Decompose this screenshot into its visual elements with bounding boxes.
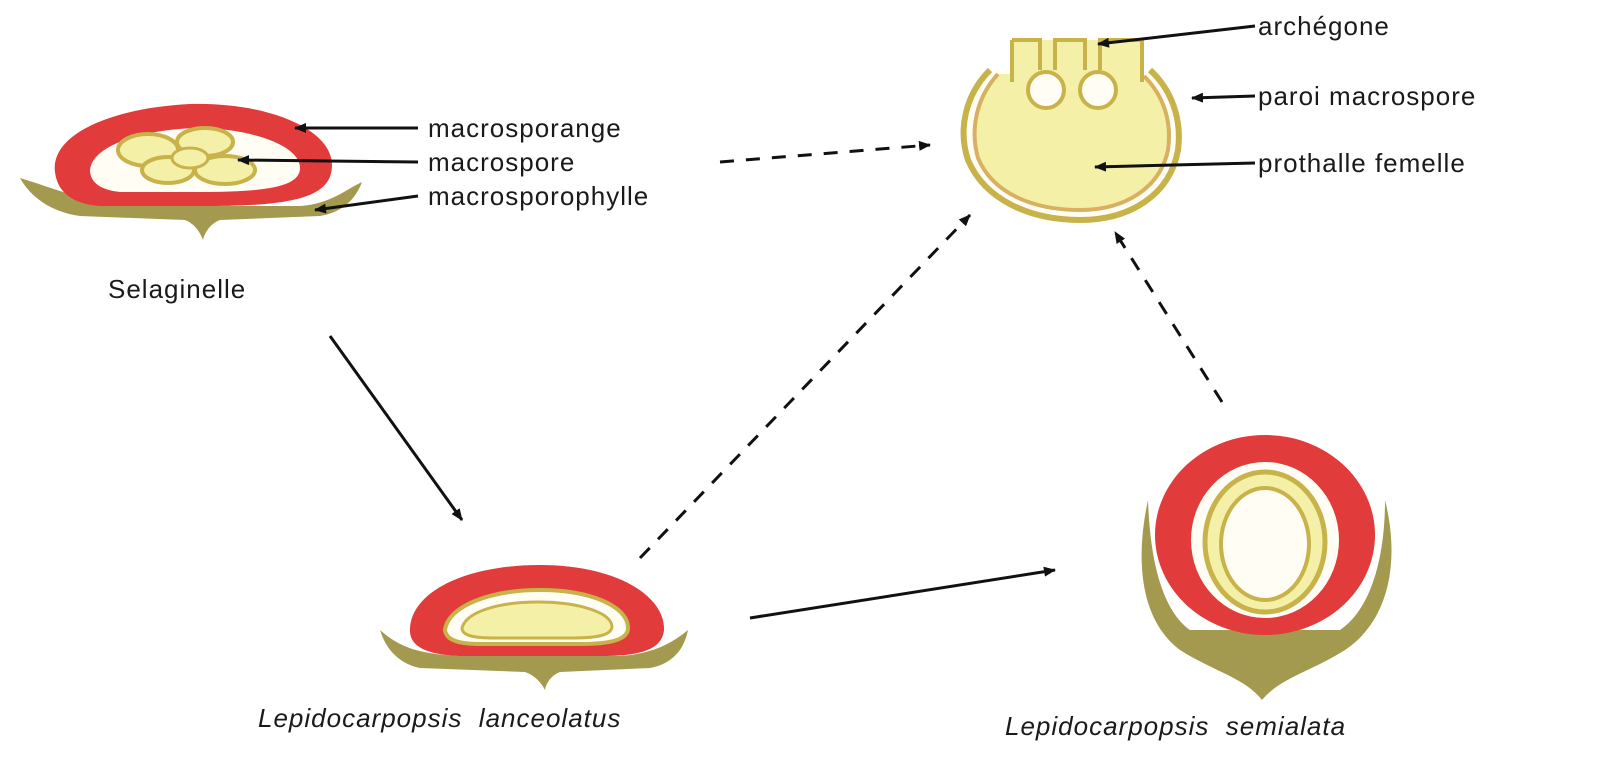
selaginelle-structure (20, 104, 362, 240)
label-archegone: archégone (1258, 11, 1390, 41)
arrow-selaginelle-to-lanceolatus (330, 336, 462, 520)
lanceolatus-structure (380, 565, 688, 690)
semialata-spore-inner (1221, 488, 1309, 600)
label-prothalle-femelle: prothalle femelle (1258, 148, 1466, 178)
label-lanceolatus: Lepidocarpopsis lanceolatus (258, 703, 621, 733)
pointer-paroi-macrospore (1192, 96, 1255, 98)
arrow-lanceolatus-to-semialata (750, 570, 1055, 618)
arrow-dashed-semialata-to-prothalle (1115, 232, 1222, 402)
pointer-macrospore (238, 160, 418, 162)
label-paroi-macrospore: paroi macrospore (1258, 81, 1476, 111)
macrospore-wall-inner (975, 74, 1169, 210)
arrow-dashed-lanceolatus-to-prothalle (640, 215, 970, 558)
prothalle-structure (964, 40, 1179, 220)
label-selaginelle: Selaginelle (108, 274, 246, 304)
pointer-archegone (1098, 26, 1255, 44)
label-macrosporange: macrosporange (428, 113, 622, 143)
arrow-dashed-selaginelle-to-prothalle (720, 145, 930, 162)
semialata-structure (1142, 435, 1392, 700)
label-macrospore: macrospore (428, 147, 575, 177)
label-macrosporophylle: macrosporophylle (428, 181, 649, 211)
label-semialata: Lepidocarpopsis semialata (1005, 711, 1346, 741)
